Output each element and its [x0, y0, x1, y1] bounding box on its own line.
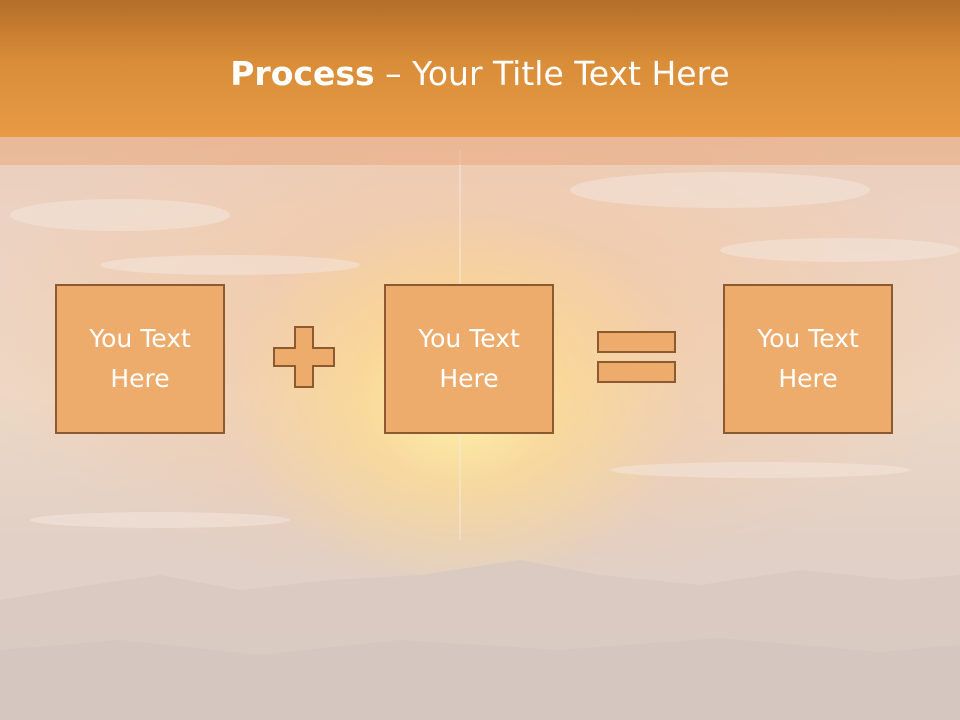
plus-icon: [273, 326, 335, 388]
process-box-2[interactable]: You Text Here: [384, 284, 554, 434]
title-rest-text: – Your Title Text Here: [374, 54, 730, 93]
title-bar: [0, 0, 960, 137]
process-box-3[interactable]: You Text Here: [723, 284, 893, 434]
title-bold-text: Process: [230, 54, 375, 93]
process-box-1-text: You Text Here: [89, 324, 191, 393]
slide-title: Process – Your Title Text Here: [0, 52, 960, 96]
process-box-2-text: You Text Here: [418, 324, 520, 393]
title-bar-band: [0, 137, 960, 165]
process-box-1[interactable]: You Text Here: [55, 284, 225, 434]
process-box-3-text: You Text Here: [757, 324, 859, 393]
equals-icon: [597, 331, 676, 383]
